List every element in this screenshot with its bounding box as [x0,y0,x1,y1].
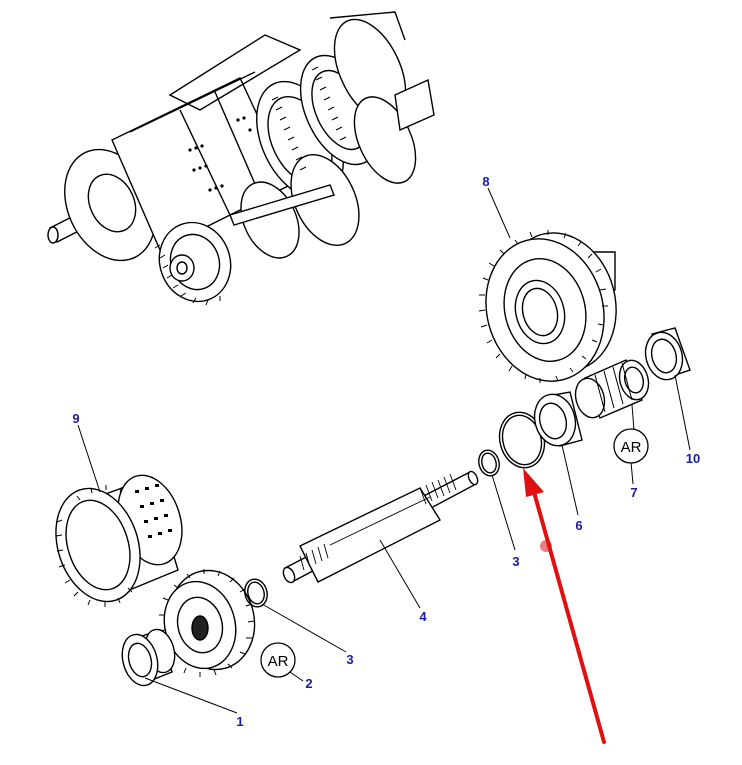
callout-6: 6 [575,518,582,533]
part-3-snap-ring-left [244,578,268,608]
ar-badge-label: AR [621,439,642,456]
callout-3-left: 3 [346,652,353,667]
callout-2: 2 [305,676,312,691]
callout-7: 7 [630,485,637,500]
callout-1: 1 [236,714,243,729]
part-2-gear [158,569,256,677]
gear-teeth [154,66,347,306]
ar-badge-part-2: AR [260,642,296,678]
part-4-shaft [282,470,479,584]
leader-lines [77,187,691,714]
part-6-bearing-cup [533,391,583,447]
part-1-bearing [121,628,176,687]
ar-badge-part-7: AR [613,428,649,464]
transmission-assembly [47,11,435,303]
callout-4: 4 [419,609,427,624]
red-pointer-arrow [523,468,606,744]
part-7-roller-bearing [574,359,650,419]
part-10-bearing-cup [644,327,691,381]
callout-9: 9 [72,411,79,426]
part-9-clutch-drum [55,474,183,607]
callout-numbers: 1 2 3 3 4 6 7 8 9 10 [72,174,700,729]
callout-8: 8 [482,174,489,189]
part-3-snap-ring-right [478,449,500,477]
ar-badge-label: AR [268,653,289,670]
callout-10: 10 [686,451,700,466]
callout-3-right: 3 [512,554,519,569]
part-8-large-gear [478,230,617,383]
